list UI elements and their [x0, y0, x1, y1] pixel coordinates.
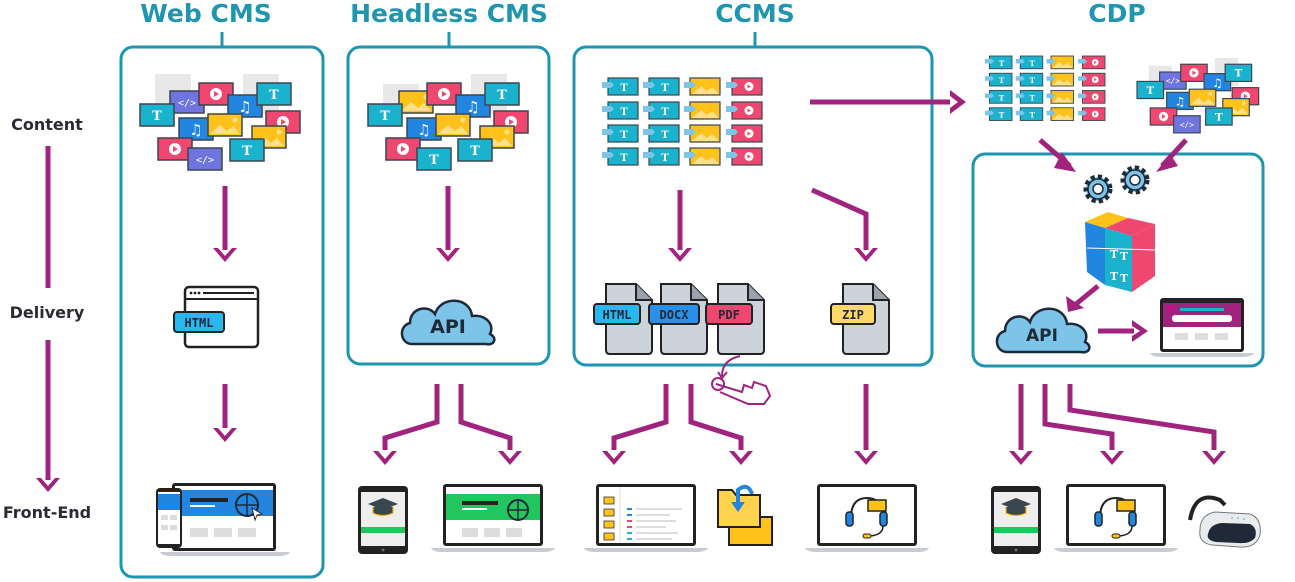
elearning-tablet-icon	[358, 486, 408, 554]
api-label: API	[430, 316, 466, 338]
headless-cms-column: API	[346, 32, 555, 554]
content-blocks-cluster	[367, 74, 529, 171]
column-title-web-cms: Web CMS	[140, 0, 271, 28]
html-file-icon: HTML	[593, 283, 653, 355]
html-format-label: HTML	[185, 316, 214, 330]
cdp-column: T T T T API	[971, 55, 1265, 554]
support-helpdesk-laptop-icon	[805, 484, 929, 552]
api-label: API	[1026, 326, 1058, 346]
pdf-file-icon: PDF	[705, 283, 765, 355]
svg-text:T: T	[1110, 270, 1119, 283]
svg-text:T: T	[1120, 250, 1129, 263]
stage-label-front-end: Front-End	[3, 503, 91, 522]
documentation-portal-laptop-icon	[584, 484, 708, 552]
tagged-components-grid	[601, 77, 763, 166]
gears-icon	[1083, 165, 1150, 204]
column-title-ccms: CCMS	[715, 0, 795, 28]
headless-cms-box	[346, 45, 551, 366]
stage-label-content: Content	[11, 115, 83, 134]
vr-headset-icon	[1188, 495, 1261, 548]
cloud-icon: API	[995, 307, 1091, 354]
browser-window-icon: HTML	[173, 285, 260, 349]
folder-import-icon	[717, 484, 773, 546]
responsive-website-icon	[156, 483, 290, 556]
tagged-components-grid	[984, 55, 1106, 121]
content-blocks-cluster	[1136, 58, 1260, 134]
stage-arrow-head	[36, 478, 60, 492]
svg-text:PDF: PDF	[718, 308, 740, 322]
zip-file-icon: ZIP	[830, 283, 890, 355]
ccms-column: HTML DOCX PDF ZIP	[572, 32, 966, 552]
column-title-cdp: CDP	[1088, 0, 1145, 28]
website-laptop-icon	[431, 484, 555, 552]
docx-file-icon: DOCX	[648, 283, 708, 355]
web-cms-box	[119, 45, 325, 579]
stage-label-delivery: Delivery	[10, 303, 85, 322]
svg-text:DOCX: DOCX	[660, 308, 690, 322]
cdp-box	[971, 152, 1265, 368]
web-cms-column: HTML	[119, 32, 325, 579]
cloud-icon: API	[400, 299, 496, 346]
hand-click-icon	[711, 355, 772, 405]
svg-text:T: T	[1120, 272, 1129, 285]
svg-text:ZIP: ZIP	[842, 308, 864, 322]
personalized-website-laptop-icon	[1150, 298, 1254, 357]
support-helpdesk-laptop-icon	[1054, 484, 1178, 552]
svg-text:T: T	[1110, 248, 1119, 261]
ccms-box	[572, 45, 934, 367]
content-blocks-cluster	[139, 74, 301, 171]
content-cube-icon: T T T T	[1085, 212, 1156, 292]
svg-text:HTML: HTML	[603, 308, 632, 322]
elearning-tablet-icon	[991, 486, 1041, 554]
column-title-headless-cms: Headless CMS	[350, 0, 548, 28]
